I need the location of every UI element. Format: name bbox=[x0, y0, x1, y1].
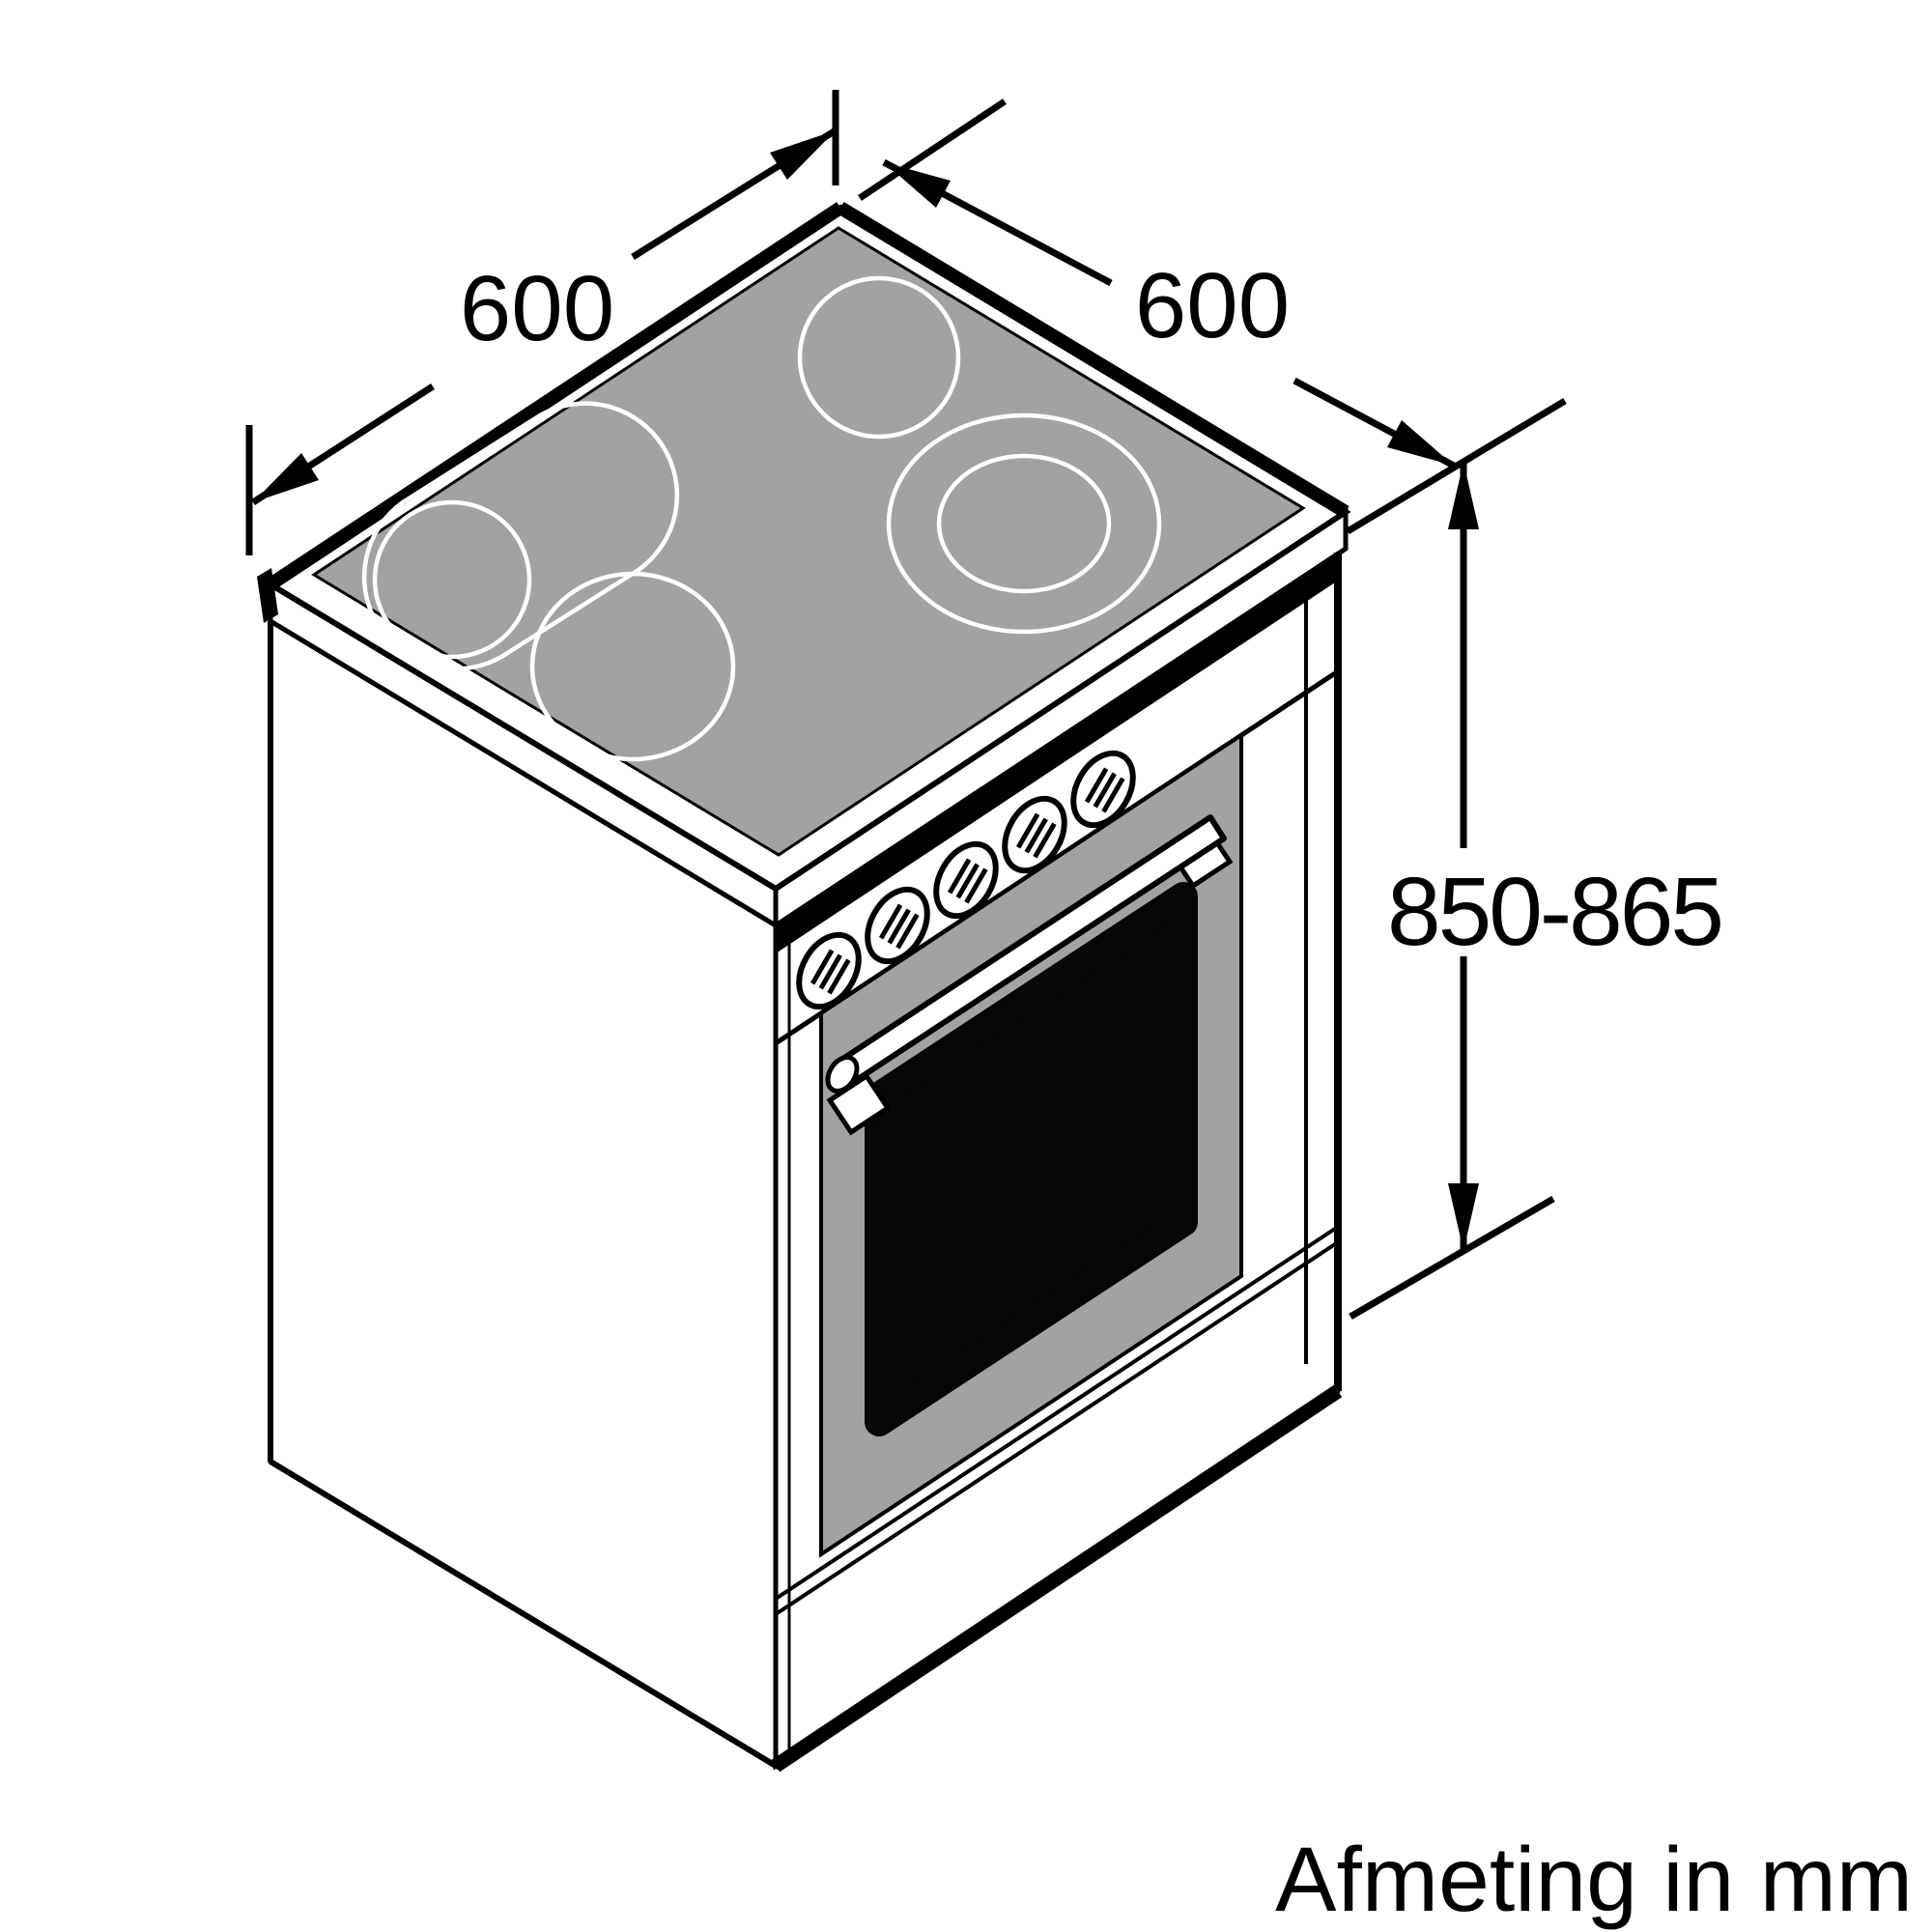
dimension-left bbox=[251, 128, 838, 505]
burner-left-inner bbox=[372, 499, 532, 660]
burner-back bbox=[797, 275, 961, 440]
oven-window bbox=[865, 882, 1198, 1436]
arrowhead-height-bottom bbox=[1448, 1183, 1479, 1251]
tick-top-diagonal bbox=[858, 99, 1007, 201]
dimension-right bbox=[882, 158, 1456, 469]
tick-bottom-diagonal bbox=[1349, 1195, 1555, 1321]
hob-edge-back-right bbox=[837, 202, 1350, 518]
arrowhead-right-600-lower bbox=[1387, 420, 1454, 466]
arrowhead-height-top bbox=[1448, 462, 1479, 529]
arrowhead-right-600-upper bbox=[884, 162, 951, 208]
drawer-seam-lower bbox=[774, 1240, 1340, 1616]
dim-label-right-600: 600 bbox=[1135, 254, 1290, 357]
hob-glass bbox=[311, 226, 1306, 857]
dim-label-height: 850-865 bbox=[1387, 858, 1721, 966]
oven-handle bbox=[825, 814, 1234, 1136]
handle-end-cap bbox=[825, 1055, 860, 1094]
tick-right-diagonal bbox=[1346, 397, 1567, 535]
burner-right-outer bbox=[886, 412, 1162, 635]
hob-gap-band bbox=[776, 553, 1338, 953]
caption-units: Afmeting in mm bbox=[1275, 1829, 1913, 1931]
burner-zones bbox=[361, 275, 1162, 762]
burner-right-inner bbox=[936, 453, 1112, 594]
edge-bottom-front bbox=[771, 1384, 1343, 1773]
cooker-body bbox=[257, 202, 1351, 1773]
drawer-seam-upper bbox=[774, 1225, 1340, 1601]
dimension-height bbox=[1448, 462, 1479, 1251]
hob-edge-back-left bbox=[267, 202, 844, 590]
hob-rim-corner-notch bbox=[257, 568, 278, 623]
arrowhead-left-600-lower bbox=[253, 453, 319, 502]
burner-left-stadium bbox=[361, 401, 680, 671]
arrowhead-left-600-upper bbox=[770, 130, 836, 180]
edge-bottom-left bbox=[269, 1459, 778, 1769]
dimension-annotations bbox=[245, 90, 1567, 1321]
dim-label-left-600: 600 bbox=[460, 257, 614, 360]
